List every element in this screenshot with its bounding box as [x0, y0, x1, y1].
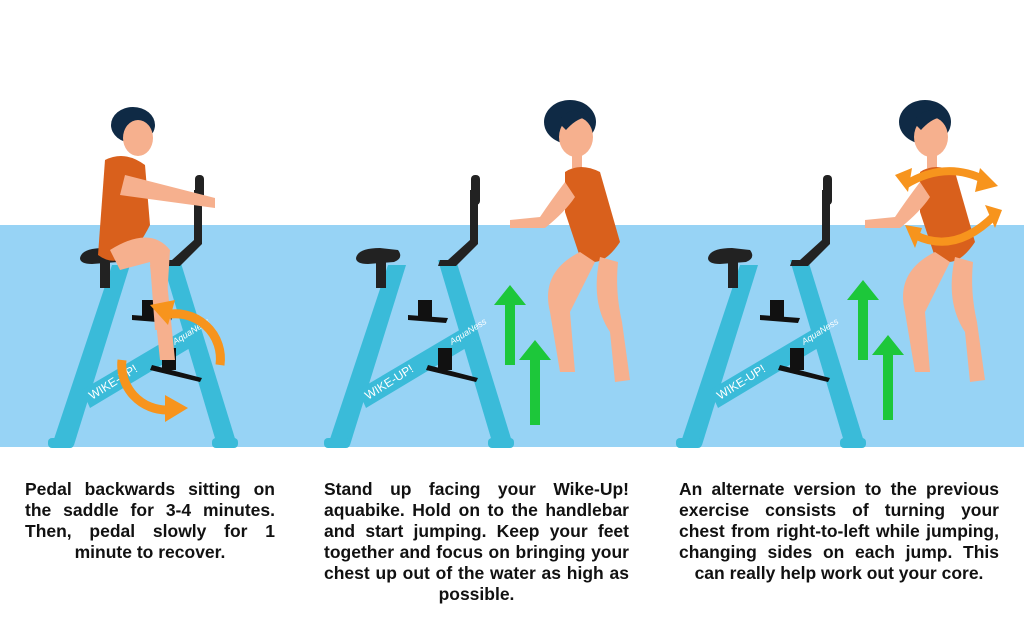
rotate-arrow-icon — [163, 309, 225, 366]
rotate-arrow-icon — [902, 167, 987, 189]
panel-3-caption: An alternate version to the previous exe… — [679, 479, 999, 583]
panel-1-illustration: WIKE-UP! AquaNess — [48, 107, 238, 448]
panel-2-caption: Stand up facing your Wike-Up! aquabike. … — [324, 479, 629, 604]
woman-seated — [98, 107, 215, 360]
panel-1-caption: Pedal backwards sitting on the saddle fo… — [25, 479, 275, 562]
rotate-arrow-icon — [117, 359, 169, 415]
rotate-arrow-icon — [913, 212, 998, 246]
